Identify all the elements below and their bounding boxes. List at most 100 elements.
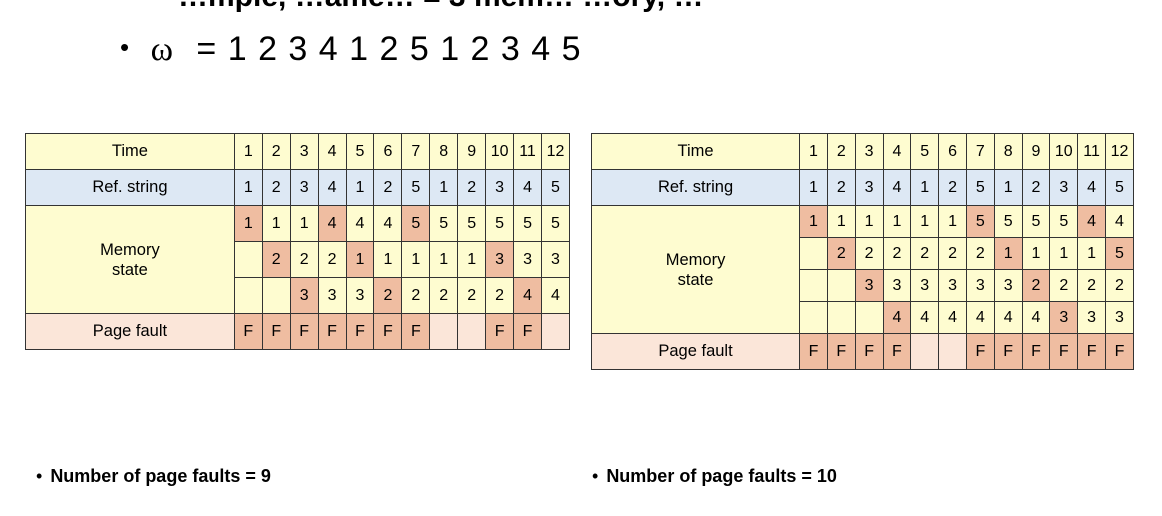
ref-string-cell: 1 — [345, 169, 375, 206]
memory-state-label-text: Memory state — [100, 240, 160, 279]
page-fault-cell — [540, 313, 571, 350]
memory-cell: 3 — [938, 269, 967, 302]
memory-cell: 2 — [429, 277, 459, 314]
ref-string-cell: 4 — [513, 169, 542, 206]
page-fault-cell: F — [233, 313, 263, 350]
page-fault-cell: F — [826, 333, 856, 370]
memory-cell: 4 — [1105, 205, 1134, 238]
memory-cell: 4 — [345, 205, 375, 242]
page-fault-cell — [429, 313, 459, 350]
page-fault-cell — [938, 333, 967, 370]
memory-state-label: Memory state — [25, 205, 235, 314]
ref-string-cell: 2 — [938, 169, 967, 206]
time-cell: 5 — [910, 133, 940, 170]
time-cell: 11 — [1077, 133, 1107, 170]
memory-cell: 3 — [910, 269, 940, 302]
memory-cell: 2 — [938, 237, 967, 270]
memory-cell: 3 — [1049, 301, 1079, 334]
heading-text: …mple, …ame… = 3 mem… …ory, … — [178, 0, 703, 14]
time-cell: 9 — [457, 133, 487, 170]
memory-cell: 3 — [540, 241, 571, 278]
memory-cell: 5 — [429, 205, 459, 242]
memory-cell: 2 — [965, 237, 995, 270]
page-fault-cell: F — [1105, 333, 1134, 370]
time-cell: 5 — [345, 133, 375, 170]
memory-cell: 4 — [965, 301, 995, 334]
omega-symbol: ω — [150, 31, 174, 68]
memory-cell: 2 — [1049, 269, 1079, 302]
memory-cell: 2 — [289, 241, 319, 278]
page-fault-count-text: Number of page faults = 9 — [50, 466, 271, 486]
memory-cell: 2 — [1021, 269, 1051, 302]
ref-string-cell: 4 — [882, 169, 912, 206]
memory-cell: 1 — [429, 241, 459, 278]
ref-string-cell: 3 — [485, 169, 515, 206]
ref-string-cell: 1 — [233, 169, 263, 206]
memory-cell: 2 — [373, 277, 403, 314]
memory-cell: 1 — [882, 205, 912, 238]
memory-cell: 1 — [910, 205, 940, 238]
memory-cell — [799, 301, 828, 334]
memory-cell — [826, 269, 856, 302]
memory-cell: 1 — [799, 205, 828, 238]
page-fault-cell: F — [993, 333, 1023, 370]
heading-clipped: …mple, …ame… = 3 mem… …ory, … — [0, 0, 1162, 14]
time-cell: 4 — [317, 133, 347, 170]
ref-string-cell: 5 — [1105, 169, 1134, 206]
memory-cell — [854, 301, 884, 334]
memory-cell: 3 — [1105, 301, 1134, 334]
time-cell: 10 — [485, 133, 515, 170]
time-cell: 3 — [289, 133, 319, 170]
memory-cell: 2 — [401, 277, 431, 314]
memory-cell: 1 — [938, 205, 967, 238]
page-fault-cell: F — [882, 333, 912, 370]
page-fault-cell: F — [317, 313, 347, 350]
memory-cell: 5 — [401, 205, 431, 242]
page-fault-cell: F — [401, 313, 431, 350]
memory-cell: 5 — [540, 205, 571, 242]
ref-string-cell: 4 — [1077, 169, 1107, 206]
memory-cell: 5 — [457, 205, 487, 242]
reference-string-formula: • ω = 1 2 3 4 1 2 5 1 2 3 4 5 — [120, 30, 582, 69]
memory-cell — [799, 269, 828, 302]
page-fault-cell: F — [485, 313, 515, 350]
ref-string-cell: 4 — [317, 169, 347, 206]
memory-cell: 5 — [485, 205, 515, 242]
memory-cell: 4 — [1077, 205, 1107, 238]
memory-cell: 3 — [965, 269, 995, 302]
memory-cell: 5 — [1049, 205, 1079, 238]
page-fault-cell — [457, 313, 487, 350]
formula-text: = 1 2 3 4 1 2 5 1 2 3 4 5 — [196, 30, 582, 68]
time-cell: 3 — [854, 133, 884, 170]
memory-cell: 2 — [485, 277, 515, 314]
memory-cell: 5 — [513, 205, 542, 242]
time-label: Time — [25, 133, 235, 170]
ref-string-cell: 1 — [429, 169, 459, 206]
time-cell: 7 — [965, 133, 995, 170]
memory-cell: 3 — [485, 241, 515, 278]
memory-cell: 2 — [910, 237, 940, 270]
memory-cell: 5 — [965, 205, 995, 238]
memory-cell — [826, 301, 856, 334]
memory-cell: 1 — [401, 241, 431, 278]
ref-string-cell: 3 — [289, 169, 319, 206]
time-cell: 9 — [1021, 133, 1051, 170]
memory-cell: 4 — [1021, 301, 1051, 334]
memory-cell: 5 — [993, 205, 1023, 238]
memory-cell: 4 — [882, 301, 912, 334]
bullet: • — [120, 32, 131, 62]
time-cell: 6 — [373, 133, 403, 170]
ref-string-cell: 1 — [993, 169, 1023, 206]
memory-state-label: Memory state — [590, 205, 801, 334]
memory-cell: 1 — [993, 237, 1023, 270]
ref-string-cell: 5 — [401, 169, 431, 206]
